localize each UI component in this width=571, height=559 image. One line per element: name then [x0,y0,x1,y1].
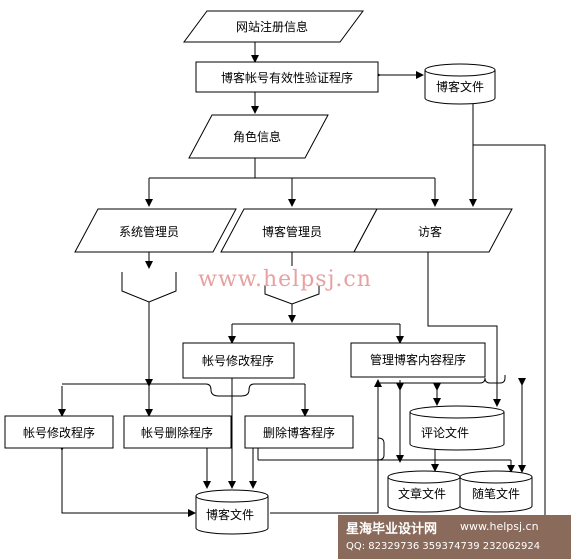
node-blog-delete [244,415,354,449]
edge-blogfile-to-manage [270,379,382,514]
site-banner: 星海毕业设计网 www.helpsj.cn QQ: 82329736 35937… [338,515,571,559]
node-visitor [353,208,513,253]
node-comment-file [409,405,505,451]
node-account-modify-left [4,415,114,449]
node-account-modify-mid [182,342,295,379]
label-blog-admin: 博客管理员 [262,224,322,239]
node-registration-info [183,10,364,43]
node-blog-file-top [424,63,496,105]
label-registration-info: 网站注册信息 [236,19,308,34]
node-account-delete [123,415,232,449]
banner-title: 星海毕业设计网 [346,522,438,537]
banner-qq: QQ: 82329736 359374739 232062924 [346,541,541,552]
merge-shape-left [121,272,177,303]
edge-manage-content-hop [380,375,506,384]
label-sys-admin: 系统管理员 [119,224,179,239]
label-manage-content: 管理博客内容程序 [370,352,466,367]
label-essay-file: 随笔文件 [472,486,520,501]
label-validation-program: 博客帐号有效性验证程序 [221,70,353,85]
edge-visitor-to-comment [427,252,501,407]
node-manage-content [350,342,486,378]
edge-blogdelete-hop [377,437,385,461]
label-article-file: 文章文件 [398,486,446,501]
node-role-info [188,114,329,159]
label-account-delete: 帐号删除程序 [141,425,213,440]
label-account-modify-left: 帐号修改程序 [23,425,95,440]
label-blog-file-top: 博客文件 [436,79,484,94]
edge-blogfile-right [473,144,546,510]
label-role-info: 角色信息 [233,129,281,144]
edge-accountmodify-left-blogfile [58,443,196,517]
node-essay-file [459,470,533,513]
label-visitor: 访客 [418,224,442,239]
label-account-modify-mid: 帐号修改程序 [202,353,274,368]
watermark: www.helpsj.cn [198,267,372,292]
node-sys-admin [74,208,237,253]
label-comment-file: 评论文件 [421,425,469,440]
node-validation-program [195,61,379,93]
label-blog-delete: 删除博客程序 [263,425,335,440]
node-article-file [387,470,461,513]
node-blog-file-bottom [195,489,269,535]
label-blog-file-bottom: 博客文件 [206,507,254,522]
edge-bus-hop [205,383,255,397]
banner-url: www.helpsj.cn [460,520,539,533]
